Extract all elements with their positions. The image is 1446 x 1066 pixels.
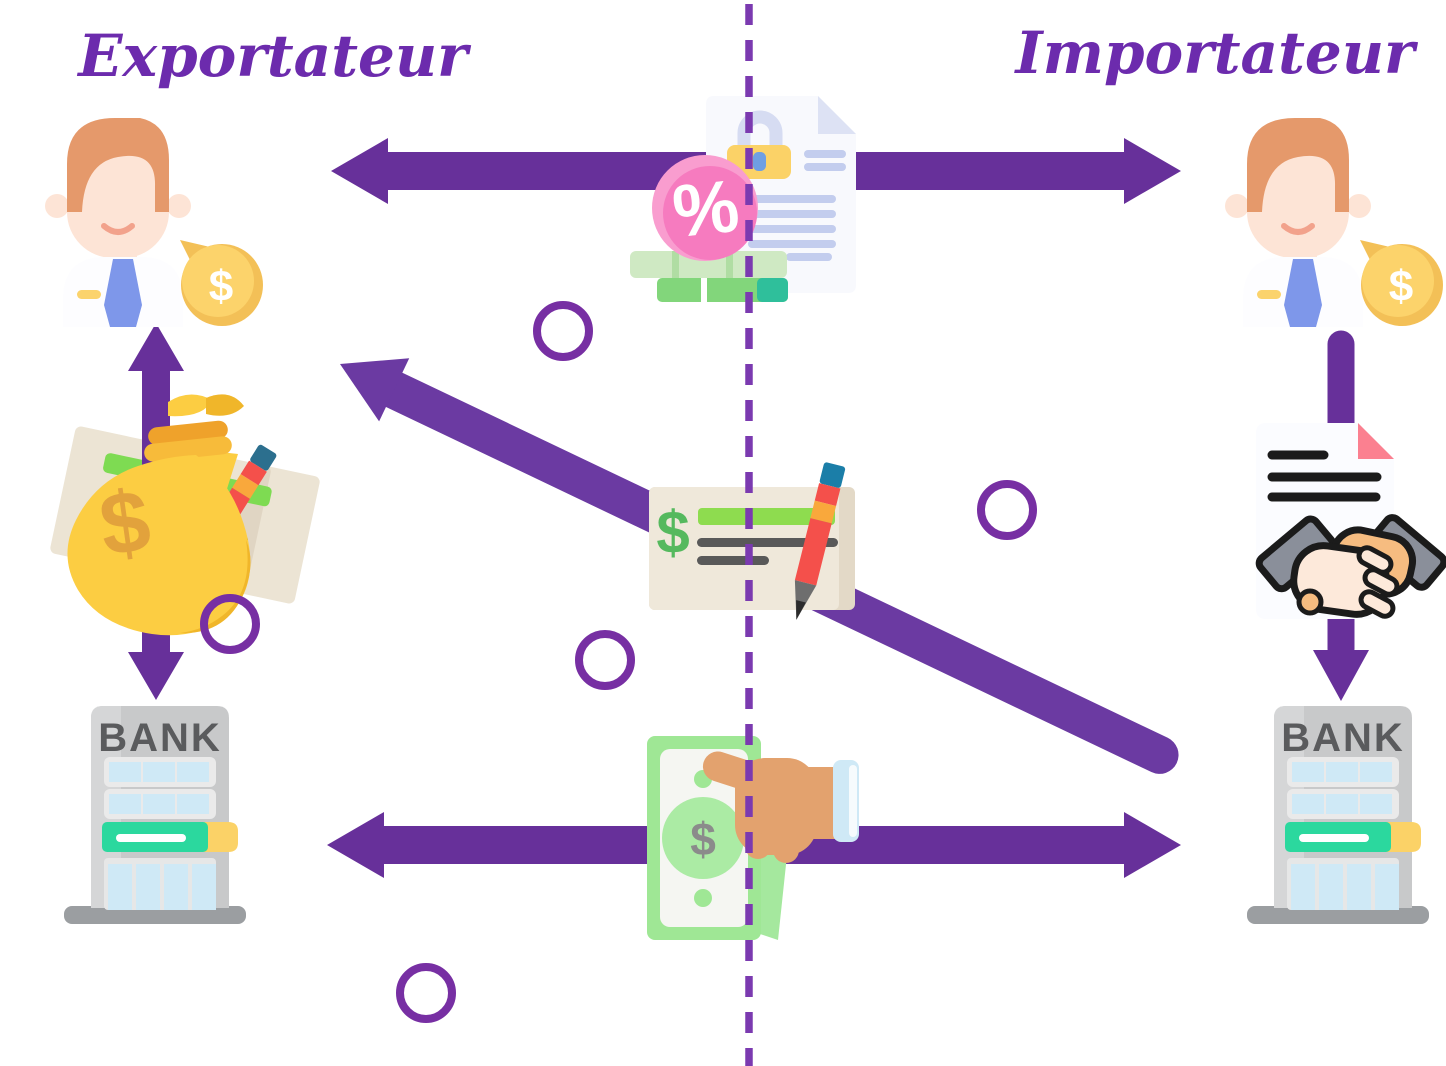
bank-label: BANK	[98, 716, 222, 760]
bill-dollar-symbol: $	[690, 813, 716, 865]
bank-label: BANK	[1281, 716, 1405, 760]
step-marker-circle	[533, 301, 593, 361]
money-bag-icon: $	[67, 394, 251, 636]
percent-symbol: %	[669, 164, 743, 253]
title-exporter: Exportateur	[76, 22, 472, 90]
step-marker-circle	[977, 480, 1037, 540]
pencil-icon	[794, 462, 846, 620]
coin-dollar-symbol: $	[1389, 262, 1413, 311]
handshake-icon	[1255, 514, 1446, 619]
coin-dollar-symbol: $	[209, 262, 233, 311]
exporter-bank-icon: BANK	[64, 706, 246, 924]
exporter-avatar: $	[45, 118, 263, 327]
check-icon: $	[649, 462, 855, 620]
title-importer: Importateur	[1013, 19, 1419, 87]
check-dollar-symbol: $	[656, 499, 689, 566]
dollar-bubble-icon: $	[180, 240, 263, 326]
dollar-bill-icon: $	[647, 736, 761, 940]
letter-of-credit-icon: %	[630, 96, 856, 302]
hand-icon	[702, 751, 859, 863]
lock-icon	[727, 110, 791, 179]
importer-avatar: $	[1225, 118, 1443, 327]
step-marker-circle	[396, 963, 456, 1023]
percent-badge: %	[652, 155, 758, 261]
dollar-bubble-icon: $	[1360, 240, 1443, 326]
step-marker-circle	[575, 630, 635, 690]
contract-handshake-icon	[1255, 423, 1446, 619]
cash-handover-icon: $	[647, 736, 859, 940]
importer-bank-icon: BANK	[1247, 706, 1429, 924]
step-marker-circle	[200, 594, 260, 654]
